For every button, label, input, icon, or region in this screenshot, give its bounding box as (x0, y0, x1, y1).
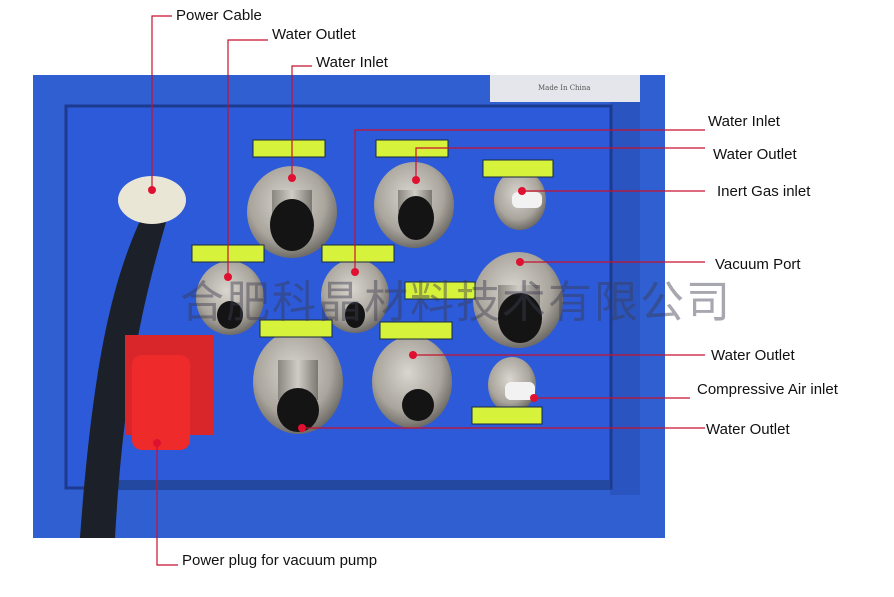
callout-water-outlet-2: Water Outlet (713, 146, 797, 163)
callout-water-outlet-1: Water Outlet (272, 26, 356, 43)
callout-water-inlet-1: Water Inlet (316, 54, 388, 71)
gas-fitting-inert (494, 170, 546, 230)
water-fitting-top-left (247, 166, 337, 258)
water-fitting-bottom-left (253, 330, 343, 434)
vacuum-port-fitting (473, 252, 563, 348)
water-fitting-mid-left (196, 261, 264, 335)
callout-compressive-air-inlet: Compressive Air inlet (697, 381, 838, 398)
callout-power-plug: Power plug for vacuum pump (182, 552, 378, 569)
nameplate: Made In China (490, 75, 640, 102)
callout-inert-gas-inlet: Inert Gas inlet (717, 183, 811, 200)
water-fitting-bottom-mid (372, 336, 452, 428)
power-cable (80, 200, 168, 538)
callout-water-outlet-4: Water Outlet (706, 421, 790, 438)
callout-power-cable: Power Cable (176, 7, 262, 24)
water-fitting-mid (321, 259, 389, 333)
cable-gland (118, 176, 186, 224)
callout-water-outlet-3: Water Outlet (711, 347, 795, 364)
callout-vacuum-port: Vacuum Port (715, 256, 801, 273)
watermark: 合肥科晶材料技术有限公司 (180, 277, 732, 328)
callout-dots (148, 174, 538, 447)
callout-water-inlet-2: Water Inlet (708, 113, 780, 130)
water-fitting-top-mid (374, 162, 454, 248)
callout-lines (151, 15, 705, 566)
port-tags (191, 139, 554, 425)
air-fitting-compressed (488, 357, 536, 413)
